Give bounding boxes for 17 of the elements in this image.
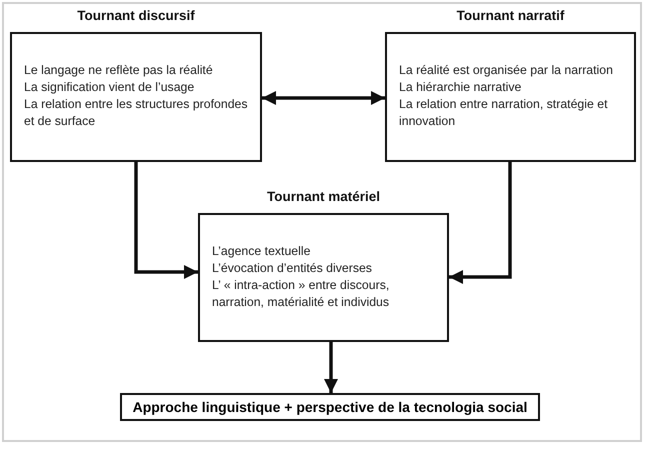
bullet-text: L’ « intra-action » entre discours, narration, matérialité et individus (212, 277, 390, 311)
bullet-text: La relation entre les structures profondes et de surface (24, 96, 249, 130)
bullet-text: L’évocation d’entités diverses (212, 260, 373, 277)
bullet-text: L’agence textuelle (212, 243, 312, 260)
box-heading: Tournant discursif (76, 8, 196, 23)
bullet-text: La signification vient de l’usage (24, 79, 196, 96)
bullet-text: Le langage ne reflète pas la réalité (24, 62, 214, 79)
bullet-text: La réalité est organisée par la narration (399, 62, 614, 79)
bullet-text: La hiérarchie narrative (399, 79, 522, 96)
arrow (262, 91, 385, 105)
box-heading: Tournant narratif (456, 8, 566, 23)
bullet-text: La relation entre narration, stratégie et innovation (399, 96, 608, 130)
arrow (449, 162, 512, 284)
result-box: Approche linguistique + perspective de la tecnologia social (120, 393, 540, 421)
box-heading: Tournant matériel (266, 189, 382, 204)
arrow (134, 162, 198, 279)
arrow (324, 342, 338, 393)
